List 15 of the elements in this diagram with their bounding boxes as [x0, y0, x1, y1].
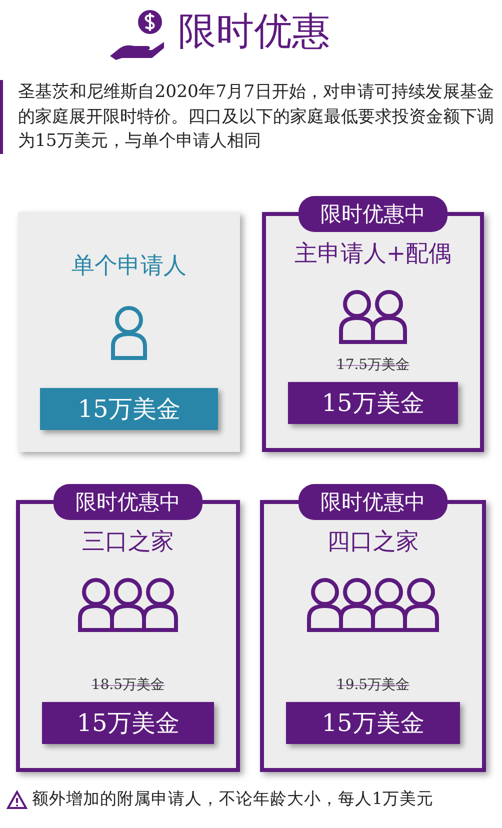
title: 限时优惠	[178, 8, 330, 55]
offer-badge: 限时优惠中	[298, 196, 448, 232]
card-heading: 单个申请人	[70, 252, 188, 281]
card-heading: 三口之家	[81, 528, 175, 557]
price-label: 15万美金	[40, 388, 218, 430]
price-label: 15万美金	[288, 382, 458, 424]
price-label: 15万美金	[42, 702, 214, 744]
card-heading: 四口之家	[326, 528, 420, 557]
intro-paragraph: 圣基茨和尼维斯自2020年7月7日开始，对申请可持续发展基金的家庭展开限时特价。四口及以下的家庭最低要求投资金额下调为15万美元，与单个申请人相同	[18, 81, 494, 153]
card-heading: 主申请人+配偶	[293, 240, 453, 269]
footnote: 额外增加的附属申请人，不论年龄大小，每人1万美元	[32, 788, 434, 810]
offer-card	[18, 212, 240, 452]
price-label: 15万美金	[286, 702, 460, 744]
offer-badge: 限时优惠中	[298, 484, 448, 520]
offer-badge: 限时优惠中	[54, 484, 202, 520]
